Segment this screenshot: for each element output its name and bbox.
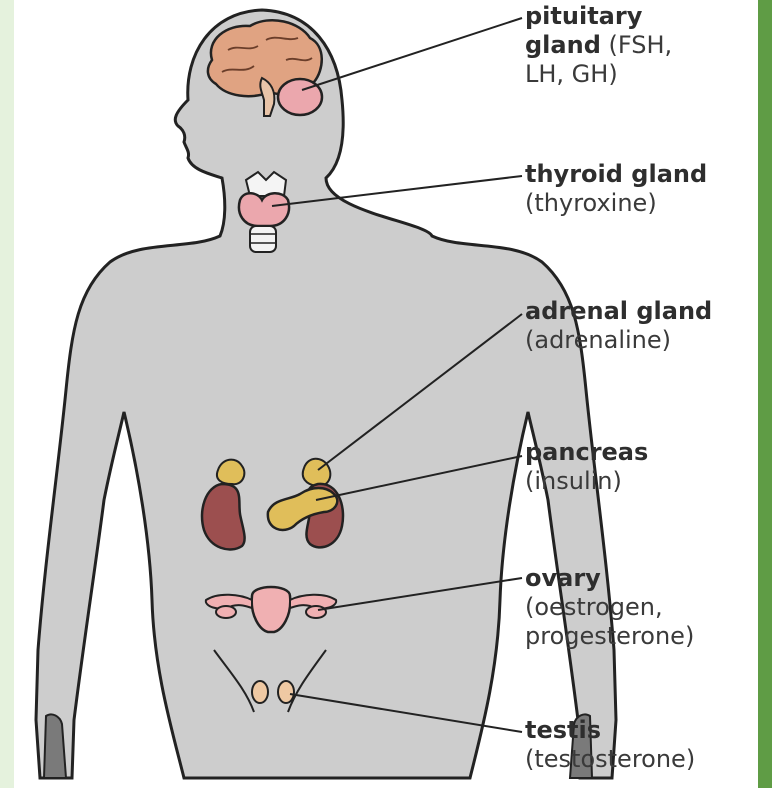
adrenal-hormones: (adrenaline) — [525, 326, 671, 354]
thyroid-name: thyroid gland — [525, 160, 707, 188]
left-adrenal-gland — [217, 460, 244, 485]
left-ovary — [216, 606, 236, 618]
pituitary-name-line2: gland — [525, 31, 601, 59]
left-kidney — [202, 484, 245, 549]
ovary-hormones-line1: (oestrogen, — [525, 593, 663, 621]
left-hand — [44, 714, 66, 778]
pituitary-pointer — [302, 18, 522, 90]
pituitary-hormones-part1: (FSH, — [609, 31, 673, 59]
pituitary-gland — [278, 79, 322, 115]
thyroid-hormones: (thyroxine) — [525, 189, 657, 217]
pituitary-hormones-part2: LH, GH) — [525, 60, 618, 88]
pancreas-name: pancreas — [525, 438, 648, 466]
trachea — [250, 226, 276, 252]
thyroid-label: thyroid gland (thyroxine) — [525, 160, 707, 218]
ovary-hormones-line2: progesterone) — [525, 622, 694, 650]
adrenal-name: adrenal gland — [525, 297, 712, 325]
thyroid-gland — [239, 193, 289, 226]
right-ovary — [306, 606, 326, 618]
right-testis — [278, 681, 294, 703]
ovary-label: ovary (oestrogen, progesterone) — [525, 564, 694, 650]
pancreas-hormones: (insulin) — [525, 467, 622, 495]
adrenal-label: adrenal gland (adrenaline) — [525, 297, 712, 355]
pituitary-name-line1: pituitary — [525, 2, 642, 30]
ovary-name: ovary — [525, 564, 601, 592]
testis-label: testis (testosterone) — [525, 716, 695, 774]
testis-name: testis — [525, 716, 601, 744]
uterus — [252, 587, 291, 632]
pancreas-label: pancreas (insulin) — [525, 438, 648, 496]
left-testis — [252, 681, 268, 703]
body-silhouette — [36, 10, 616, 778]
testis-hormones: (testosterone) — [525, 745, 695, 773]
pituitary-label: pituitary gland (FSH, LH, GH) — [525, 2, 672, 88]
